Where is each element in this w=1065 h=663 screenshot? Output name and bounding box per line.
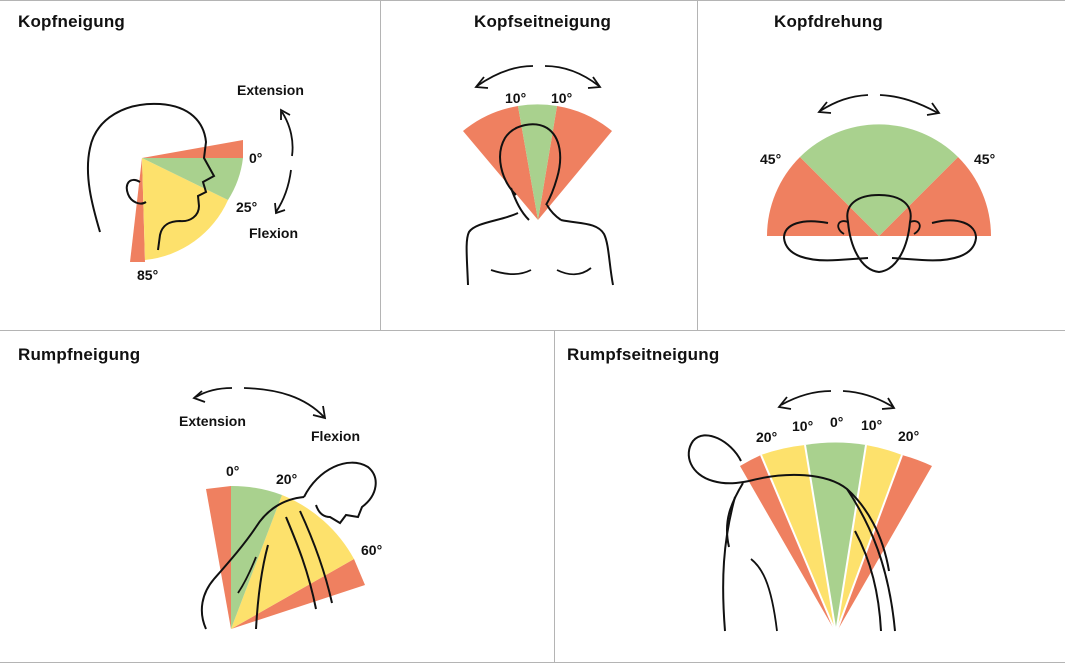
arrow-extension xyxy=(282,112,293,156)
label-angle-25: 25° xyxy=(236,199,257,215)
arrow-right xyxy=(244,388,324,417)
panel-kopfdrehung: Kopfdrehung 45° 45° xyxy=(698,0,1065,330)
label-angle-10-right: 10° xyxy=(861,417,882,433)
label-angle-0: 0° xyxy=(830,414,843,430)
arrow-flexion xyxy=(276,170,291,212)
label-angle-85: 85° xyxy=(137,267,158,283)
chest-line-right xyxy=(557,268,591,274)
label-angle-left: 45° xyxy=(760,151,781,167)
label-angle-20-left: 20° xyxy=(756,429,777,445)
hand-left xyxy=(751,559,777,631)
label-angle-left: 10° xyxy=(505,90,526,106)
kopfseitneigung-diagram: 10° 10° xyxy=(381,0,697,330)
panel-kopfneigung: Kopfneigung Extension Flexion 0° 25° 85° xyxy=(0,0,380,330)
kopfneigung-diagram: Extension Flexion 0° 25° 85° xyxy=(0,0,380,330)
sector-extension xyxy=(142,140,243,158)
label-angle-10-left: 10° xyxy=(792,418,813,434)
panel-rumpfseitneigung: Rumpfseitneigung 20° 10° 0° 10° 20° xyxy=(555,331,1065,662)
label-flexion: Flexion xyxy=(311,428,360,444)
panel-kopfseitneigung: Kopfseitneigung 10° 10° xyxy=(381,0,697,330)
arrow-right xyxy=(545,66,599,86)
label-angle-right: 10° xyxy=(551,90,572,106)
head-outline xyxy=(689,435,749,483)
sector-extension xyxy=(206,486,231,629)
label-angle-60: 60° xyxy=(361,542,382,558)
label-angle-right: 45° xyxy=(974,151,995,167)
rumpfseitneigung-diagram: 20° 10° 0° 10° 20° xyxy=(555,331,1065,662)
label-flexion: Flexion xyxy=(249,225,298,241)
neck-right xyxy=(547,205,561,220)
arrow-right xyxy=(880,95,938,113)
arrow-right xyxy=(843,391,893,407)
label-angle-20: 20° xyxy=(276,471,297,487)
arm-left xyxy=(727,483,743,547)
panel-rumpfneigung: Rumpfneigung Extension Flexion 0° 20° 60… xyxy=(0,331,554,662)
label-angle-20-right: 20° xyxy=(898,428,919,444)
shoulder-right xyxy=(561,220,613,285)
label-angle-0: 0° xyxy=(249,150,262,166)
label-extension: Extension xyxy=(179,413,246,429)
chest-line xyxy=(491,270,531,274)
arrow-left xyxy=(781,391,831,405)
kopfdrehung-diagram: 45° 45° xyxy=(698,0,1065,330)
label-angle-0: 0° xyxy=(226,463,239,479)
rumpfneigung-diagram: Extension Flexion 0° 20° 60° xyxy=(0,331,554,662)
arrow-left xyxy=(477,66,533,86)
label-extension: Extension xyxy=(237,82,304,98)
